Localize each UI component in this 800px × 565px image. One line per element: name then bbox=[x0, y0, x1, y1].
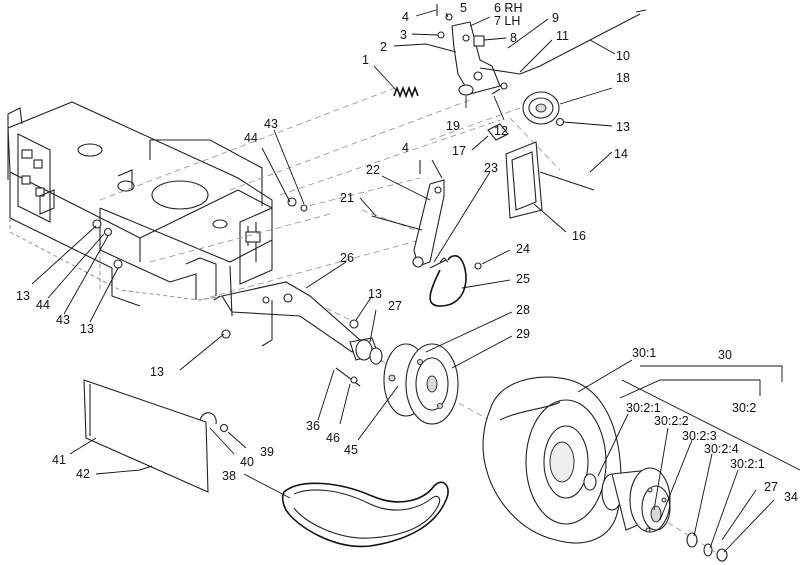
label-8: 8 bbox=[510, 31, 517, 45]
frame-assembly bbox=[7, 101, 273, 307]
label-30-1: 30:1 bbox=[632, 346, 656, 360]
label-22: 22 bbox=[366, 163, 380, 177]
label-30: 30 bbox=[718, 348, 732, 362]
label-45: 45 bbox=[344, 443, 358, 457]
label-28: 28 bbox=[516, 303, 530, 317]
label-13e: 13 bbox=[150, 365, 164, 379]
label-2: 2 bbox=[380, 40, 387, 54]
label-25: 25 bbox=[516, 272, 530, 286]
label-34: 34 bbox=[784, 490, 798, 504]
label-29: 29 bbox=[516, 327, 530, 341]
label-9: 9 bbox=[552, 11, 559, 25]
drive-pulley bbox=[335, 339, 459, 425]
idler-bracket-upper bbox=[393, 4, 647, 219]
label-44: 44 bbox=[244, 131, 258, 145]
wheel-tire bbox=[482, 376, 622, 544]
frame-hardware bbox=[92, 197, 359, 339]
label-13d: 13 bbox=[368, 287, 382, 301]
label-4: 4 bbox=[402, 10, 409, 24]
idler-arm-lower bbox=[213, 265, 379, 361]
label-18: 18 bbox=[616, 71, 630, 85]
label-7-lh: 7 LH bbox=[494, 14, 520, 28]
label-12: 12 bbox=[494, 124, 508, 138]
label-23: 23 bbox=[484, 161, 498, 175]
label-14: 14 bbox=[614, 147, 628, 161]
label-13: 13 bbox=[616, 120, 630, 134]
label-27: 27 bbox=[388, 299, 402, 313]
belt-cover bbox=[83, 379, 229, 493]
label-36: 36 bbox=[306, 419, 320, 433]
label-30-2-2: 30:2:2 bbox=[654, 414, 689, 428]
label-42: 42 bbox=[76, 467, 90, 481]
label-39: 39 bbox=[260, 445, 274, 459]
label-27b: 27 bbox=[764, 480, 778, 494]
label-19: 19 bbox=[446, 119, 460, 133]
label-43: 43 bbox=[264, 117, 278, 131]
label-3: 3 bbox=[400, 28, 407, 42]
label-5: 5 bbox=[460, 1, 467, 15]
label-13c: 13 bbox=[80, 322, 94, 336]
label-10: 10 bbox=[616, 49, 630, 63]
label-30-2: 30:2 bbox=[732, 401, 756, 415]
callout-labels: 1 2 3 4 5 6 RH 7 LH 8 9 10 11 12 13 14 1… bbox=[16, 1, 798, 504]
label-43b: 43 bbox=[56, 313, 70, 327]
label-16: 16 bbox=[572, 229, 586, 243]
label-44b: 44 bbox=[36, 298, 50, 312]
label-30-2-4: 30:2:4 bbox=[704, 442, 739, 456]
label-6-rh: 6 RH bbox=[494, 1, 522, 15]
label-40: 40 bbox=[240, 455, 254, 469]
label-24: 24 bbox=[516, 242, 530, 256]
label-30-2-1b: 30:2:1 bbox=[730, 457, 765, 471]
label-21: 21 bbox=[340, 191, 354, 205]
label-1: 1 bbox=[362, 53, 369, 67]
idler-arm-middle bbox=[371, 160, 482, 307]
drive-belt bbox=[281, 481, 449, 548]
leader-lines bbox=[31, 9, 800, 553]
label-46: 46 bbox=[326, 431, 340, 445]
label-38: 38 bbox=[222, 469, 236, 483]
label-26: 26 bbox=[340, 251, 354, 265]
label-11: 11 bbox=[556, 29, 569, 43]
label-17: 17 bbox=[452, 144, 466, 158]
label-41: 41 bbox=[52, 453, 66, 467]
wheel-hub bbox=[601, 467, 728, 562]
label-13b: 13 bbox=[16, 289, 30, 303]
label-30-2-3: 30:2:3 bbox=[682, 429, 717, 443]
label-30-2-1: 30:2:1 bbox=[626, 401, 661, 415]
label-4b: 4 bbox=[402, 141, 409, 155]
